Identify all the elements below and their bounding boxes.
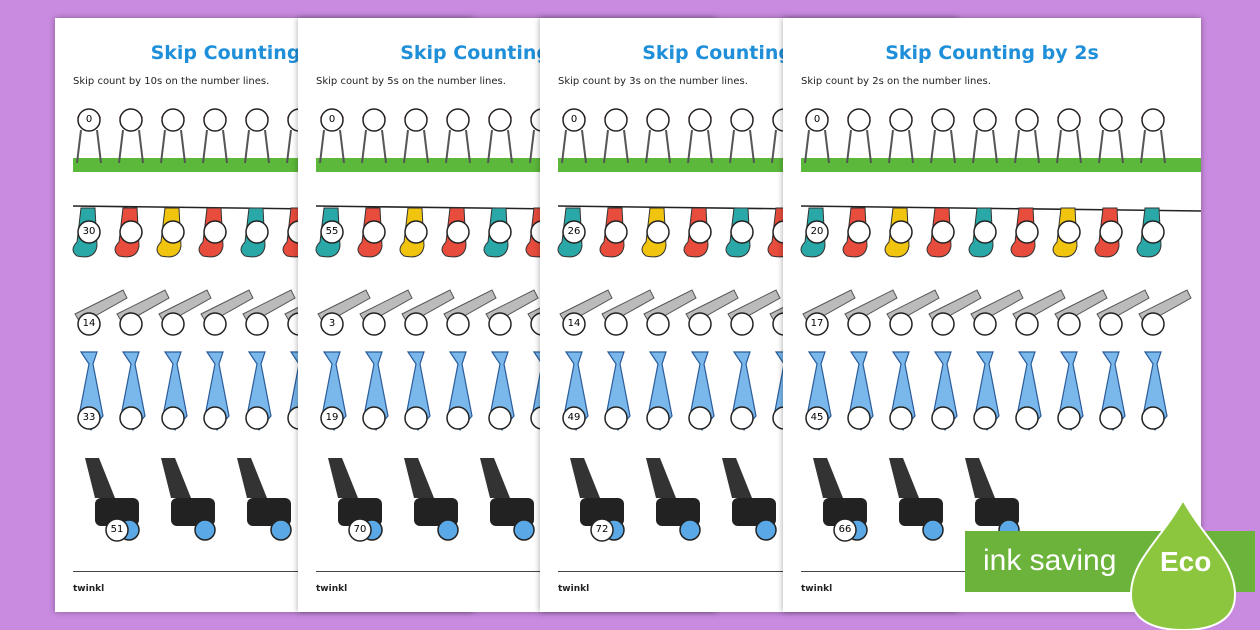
start-number: 26 bbox=[567, 226, 581, 237]
start-number: 19 bbox=[325, 412, 339, 423]
start-number: 0 bbox=[328, 114, 336, 125]
start-number: 72 bbox=[595, 524, 609, 535]
twinkl-logo: twinkl bbox=[801, 584, 833, 594]
eco-drop-graphic bbox=[965, 500, 1255, 630]
worksheet-instruction: Skip count by 3s on the number lines. bbox=[558, 76, 748, 87]
divider bbox=[558, 571, 958, 572]
divider bbox=[73, 571, 473, 572]
start-number: 17 bbox=[810, 318, 824, 329]
start-number: 66 bbox=[838, 524, 852, 535]
twinkl-logo: twinkl bbox=[73, 584, 105, 594]
start-number: 0 bbox=[813, 114, 821, 125]
start-number: 14 bbox=[82, 318, 96, 329]
start-number: 51 bbox=[110, 524, 124, 535]
twinkl-logo: twinkl bbox=[558, 584, 590, 594]
worksheet-instruction: Skip count by 2s on the number lines. bbox=[801, 76, 991, 87]
start-number: 0 bbox=[570, 114, 578, 125]
start-number: 0 bbox=[85, 114, 93, 125]
start-number: 20 bbox=[810, 226, 824, 237]
eco-badge: ink saving Eco bbox=[965, 500, 1260, 630]
start-number: 33 bbox=[82, 412, 96, 423]
start-number: 70 bbox=[353, 524, 367, 535]
divider bbox=[316, 571, 716, 572]
worksheet-instruction: Skip count by 10s on the number lines. bbox=[73, 76, 270, 87]
start-number: 49 bbox=[567, 412, 581, 423]
start-number: 45 bbox=[810, 412, 824, 423]
ink-saving-label: ink saving bbox=[983, 544, 1117, 577]
start-number: 55 bbox=[325, 226, 339, 237]
worksheet-instruction: Skip count by 5s on the number lines. bbox=[316, 76, 506, 87]
eco-label: Eco bbox=[1160, 546, 1212, 577]
start-number: 30 bbox=[82, 226, 96, 237]
number-line-artwork bbox=[800, 108, 1201, 542]
worksheet-4: Skip Counting by 2s Skip count by 2s on t… bbox=[783, 18, 1201, 612]
worksheet-title: Skip Counting by 2s bbox=[885, 42, 1099, 64]
twinkl-logo: twinkl bbox=[316, 584, 348, 594]
start-number: 14 bbox=[567, 318, 581, 329]
start-number: 3 bbox=[328, 318, 336, 329]
